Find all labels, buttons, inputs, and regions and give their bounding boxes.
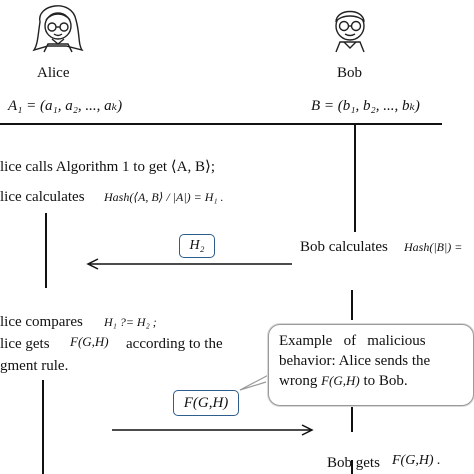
bob-calc-label: Bob calculates — [300, 239, 388, 255]
bob-name: Bob — [337, 65, 363, 81]
message-h2: H₂ — [179, 234, 215, 258]
judgment-rule: gment rule. — [0, 358, 69, 374]
alice-set: A₁ = (a₁, a₂, ..., aₖ) — [8, 98, 123, 114]
alice-compare-label: lice compares — [0, 314, 83, 330]
bob-gets-formula: F(G,H) . — [392, 453, 441, 468]
arrow-h2-head-icon — [86, 258, 99, 270]
alice-avatar-icon — [32, 5, 84, 53]
bob-avatar-icon — [335, 10, 365, 53]
bob-set: B = (b₁, b₂, ..., bₖ) — [311, 98, 420, 114]
bob-gets-label: Bob gets — [327, 455, 380, 471]
alice-calc-formula: Hash(⟨A, B⟩ / |A|) = H₁ . — [104, 190, 224, 204]
bob-calc-formula: Hash(|B|) = — [404, 240, 463, 254]
alice-call-step: lice calls Algorithm 1 to get ⟨A, B⟩; — [0, 159, 216, 175]
callout-line-3: wrong F(G,H) to Bob. — [279, 371, 463, 391]
malicious-behavior-callout: Example of malicious behavior: Alice sen… — [268, 324, 474, 406]
callout-line-2: behavior: Alice sends the — [279, 353, 431, 369]
arrow-fgh-head-icon — [301, 424, 314, 436]
alice-gets-label: lice gets — [0, 336, 50, 352]
alice-calc-label: lice calculates — [0, 189, 85, 205]
alice-gets-formula: F(G,H) — [70, 334, 109, 349]
callout-line-3-pre: wrong — [279, 373, 318, 389]
callout-line-3-formula: F(G,H) — [321, 373, 360, 388]
alice-compare-formula: H₁ ?= H₂ ; — [104, 315, 157, 329]
message-fgh: F(G,H) — [173, 390, 239, 416]
callout-line-1: Example of malicious — [279, 333, 426, 349]
alice-name: Alice — [37, 65, 70, 81]
alice-gets-tail: according to the — [126, 336, 223, 352]
callout-line-3-post: to Bob. — [363, 373, 408, 389]
